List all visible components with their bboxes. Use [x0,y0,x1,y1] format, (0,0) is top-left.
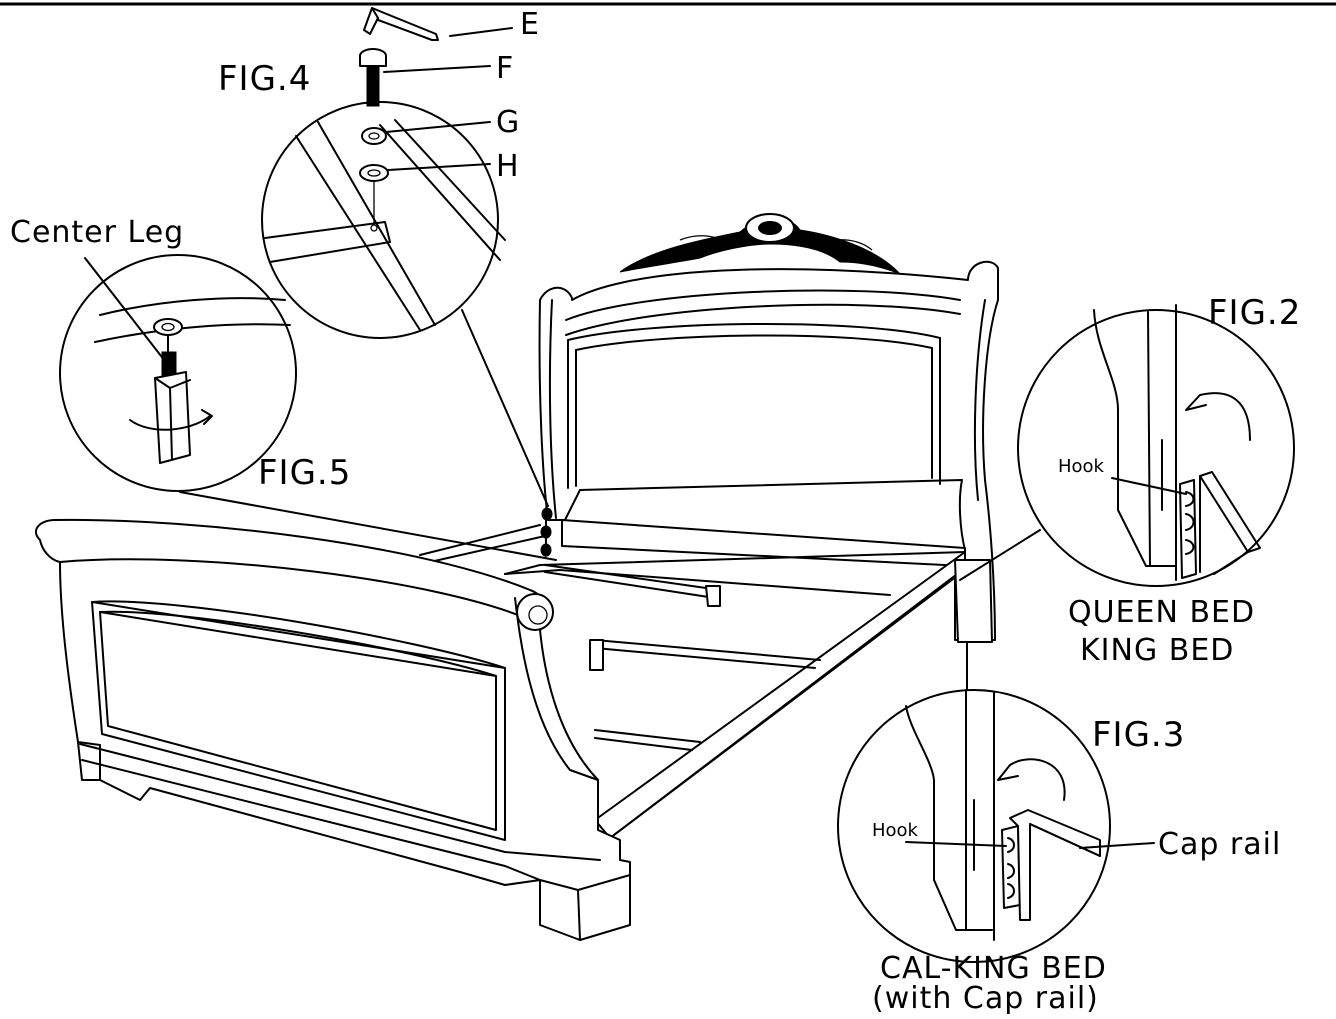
with-cap-rail-label: (with Cap rail) [872,981,1099,1014]
hook-fig3-leader [905,841,1007,847]
part-f-label: F [496,51,514,86]
part-e-label: E [520,7,540,42]
part-h-label: H [496,149,520,184]
fig2-leader [959,529,1041,581]
part-f-leader [383,65,491,73]
center-leg-label: Center Leg [10,215,184,250]
fig3-cap-rail-detail [837,689,1111,963]
cal-king-bed-label: CAL-KING BED [880,951,1107,986]
fig2-hook-detail [1017,304,1295,587]
part-h-leader [387,163,491,171]
fig3-label: FIG.3 [1092,715,1185,755]
bolt-assembly-on-bed [540,507,553,557]
hook-fig2-leader [1111,477,1187,495]
part-g-leader [385,121,491,133]
bolt-and-allen-key [359,7,439,107]
footboard [35,518,631,941]
bed-frame [419,524,993,839]
fig4-bolt-detail [261,101,506,339]
hook-label-fig3: Hook [872,820,919,841]
fig4-leader [461,309,549,507]
queen-bed-label: QUEEN BED [1068,595,1255,630]
hook-label-fig2: Hook [1058,456,1105,477]
cap-rail-leader [1079,842,1155,849]
fig4-label: FIG.4 [218,59,311,99]
fig5-label: FIG.5 [258,453,351,493]
fig5-center-leg-detail [59,254,297,492]
cap-rail-label: Cap rail [1158,827,1281,862]
carved-crown [619,213,901,275]
part-g-label: G [496,105,520,140]
fig5-leader [179,491,557,561]
part-e-leader [449,27,513,37]
headboard [538,213,999,641]
fig2-label: FIG.2 [1208,293,1301,333]
king-bed-label: KING BED [1080,633,1234,668]
center-leg-leader [84,257,169,366]
